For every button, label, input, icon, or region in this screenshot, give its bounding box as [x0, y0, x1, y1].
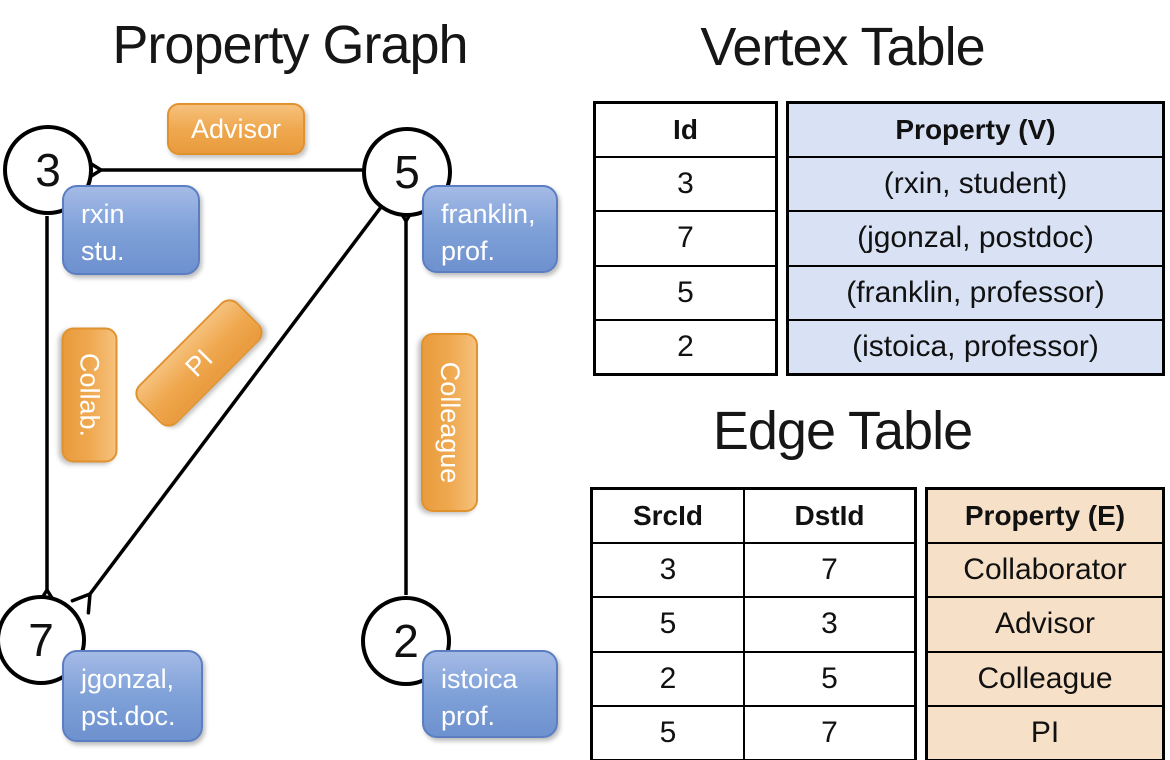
- vertex-table-property-cell: (istoica, professor): [786, 319, 1165, 376]
- edge-label-collab: Collab.: [61, 327, 118, 463]
- edge-table-property-cell: Colleague: [925, 650, 1165, 708]
- vertex-id-label: 5: [394, 146, 420, 198]
- vertex-prop-line: istoica: [441, 664, 518, 694]
- edge-table-srcid-cell: 2: [590, 650, 745, 708]
- table-row: 3 7: [590, 541, 917, 599]
- vertex-table-property-cell: (franklin, professor): [786, 264, 1165, 322]
- edge-table-id-columns: SrcId DstId 3 7 5 3 2 5 5 7: [590, 487, 917, 760]
- edge-table-property-header: Property (E): [925, 487, 1165, 544]
- table-row: 5 3: [590, 596, 917, 653]
- vertex-table-id-header: Id: [593, 101, 778, 158]
- vertex-id-label: 3: [35, 144, 61, 196]
- vertex-table-property-header: Property (V): [786, 101, 1165, 158]
- vertex-prop-box-jgonzal: jgonzal, pst.doc.: [62, 650, 203, 742]
- property-graph-title: Property Graph: [112, 15, 468, 75]
- edge-label-advisor: Advisor: [167, 103, 305, 155]
- edge-table-title: Edge Table: [712, 401, 973, 461]
- vertex-table-property-cell: (jgonzal, postdoc): [786, 210, 1165, 267]
- vertex-prop-box-rxin: rxin stu.: [62, 185, 200, 275]
- edge-table-property-column: Property (E) Collaborator Advisor Collea…: [925, 487, 1165, 760]
- vertex-prop-line: pst.doc.: [81, 701, 176, 732]
- graph-edges-canvas: [35, 158, 418, 615]
- table-row: PI: [925, 705, 1165, 760]
- table-row: Property (E): [925, 487, 1165, 544]
- vertex-prop-line: jgonzal,: [81, 664, 175, 694]
- table-row: 2: [593, 319, 778, 376]
- table-row: SrcId DstId: [590, 487, 917, 544]
- table-row: Advisor: [925, 596, 1165, 653]
- edge-table-property-cell: PI: [925, 705, 1165, 760]
- edge-line-pi-5-to-7: [70, 205, 383, 615]
- table-row: 5 7: [590, 705, 917, 760]
- vertex-prop-box-istoica: istoica prof.: [422, 650, 558, 738]
- table-row: Collaborator: [925, 541, 1165, 599]
- vertex-table-id-cell: 3: [593, 155, 778, 213]
- edge-table-property-cell: Collaborator: [925, 541, 1165, 599]
- edge-label-colleague: Colleague: [421, 333, 478, 512]
- table-row: 5: [593, 264, 778, 322]
- table-row: Id: [593, 101, 778, 158]
- table-row: 7: [593, 210, 778, 267]
- vertex-table-id-cell: 2: [593, 319, 778, 376]
- edge-table-dstid-header: DstId: [743, 487, 917, 544]
- table-row: (jgonzal, postdoc): [786, 210, 1165, 267]
- vertex-table-id-cell: 7: [593, 210, 778, 267]
- table-row: 3: [593, 155, 778, 213]
- vertex-id-label: 7: [28, 614, 54, 666]
- vertex-prop-line: franklin,: [441, 199, 536, 229]
- vertex-prop-line: rxin: [81, 199, 125, 229]
- vertex-prop-line: prof.: [441, 236, 496, 267]
- vertex-prop-line: stu.: [81, 236, 125, 267]
- edge-table-srcid-cell: 5: [590, 596, 745, 653]
- vertex-table-id-cell: 5: [593, 264, 778, 322]
- table-row: Property (V): [786, 101, 1165, 158]
- edge-table-dstid-cell: 7: [743, 705, 917, 760]
- edge-table-srcid-cell: 3: [590, 541, 745, 599]
- vertex-prop-box-franklin: franklin, prof.: [422, 185, 558, 273]
- edge-table-dstid-cell: 3: [743, 596, 917, 653]
- table-row: Colleague: [925, 650, 1165, 708]
- vertex-table-id-column: Id 3 7 5 2: [593, 101, 778, 376]
- edge-table-property-cell: Advisor: [925, 596, 1165, 653]
- table-row: (franklin, professor): [786, 264, 1165, 322]
- vertex-table-property-cell: (rxin, student): [786, 155, 1165, 213]
- edge-table-srcid-cell: 5: [590, 705, 745, 760]
- edge-table-srcid-header: SrcId: [590, 487, 745, 544]
- vertex-id-label: 2: [393, 615, 419, 667]
- vertex-prop-line: prof.: [441, 701, 496, 732]
- vertex-table-title: Vertex Table: [700, 17, 985, 77]
- edge-table-dstid-cell: 7: [743, 541, 917, 599]
- vertex-table-property-column: Property (V) (rxin, student) (jgonzal, p…: [786, 101, 1165, 376]
- table-row: 2 5: [590, 650, 917, 708]
- edge-table-dstid-cell: 5: [743, 650, 917, 708]
- table-row: (rxin, student): [786, 155, 1165, 213]
- table-row: (istoica, professor): [786, 319, 1165, 376]
